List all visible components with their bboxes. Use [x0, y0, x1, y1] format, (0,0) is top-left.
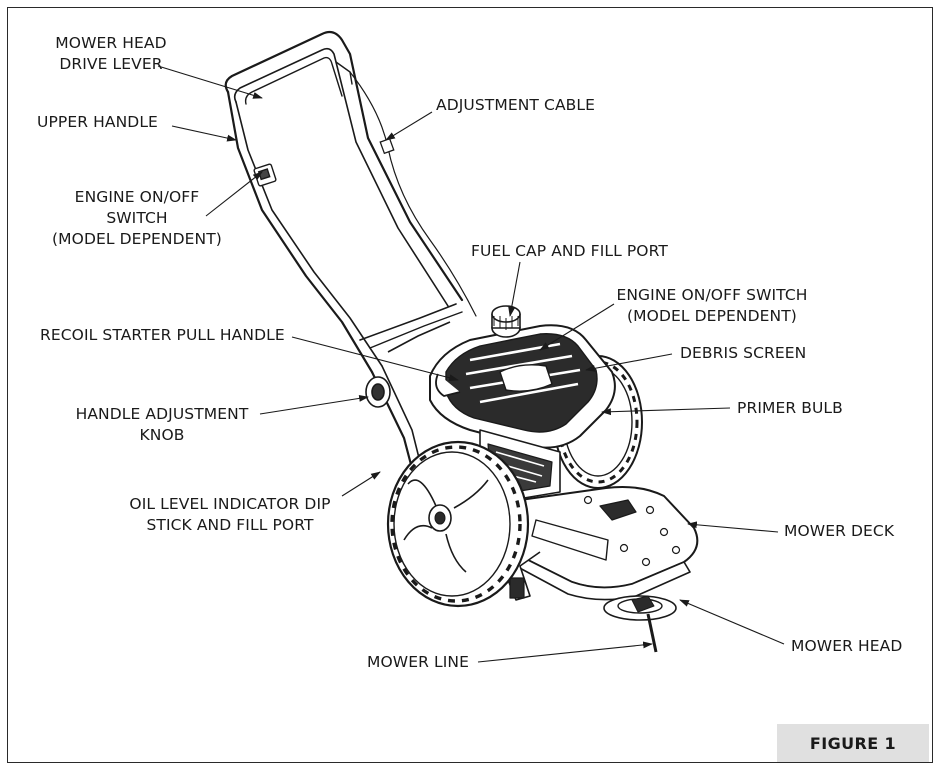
figure-frame — [7, 7, 933, 763]
label-engine-switch-left: ENGINE ON/OFF SWITCH (MODEL DEPENDENT) — [52, 188, 222, 248]
leader-recoil — [291, 336, 459, 382]
leader-lines — [157, 65, 785, 663]
label-mower-head-drive-lever: MOWER HEAD DRIVE LEVER — [55, 34, 167, 73]
label-mower-head: MOWER HEAD — [791, 637, 903, 655]
label-oil-level: OIL LEVEL INDICATOR DIP STICK AND FILL P… — [129, 495, 331, 534]
engine — [429, 305, 616, 501]
leader-primer — [601, 407, 731, 416]
label-adjustment-cable: ADJUSTMENT CABLE — [436, 96, 596, 114]
leader-mower-deck — [687, 521, 779, 533]
figure-badge: FIGURE 1 — [777, 724, 929, 762]
leader-engine-switch-left — [205, 171, 263, 217]
label-engine-switch-right: ENGINE ON/OFF SWITCH (MODEL DEPENDENT) — [616, 286, 808, 325]
handle-switch-box — [253, 163, 277, 187]
label-fuel-cap: FUEL CAP AND FILL PORT — [471, 242, 668, 260]
front-wheel — [386, 440, 530, 608]
leader-upper-handle — [171, 125, 237, 142]
label-upper-handle: UPPER HANDLE — [37, 113, 158, 131]
label-mower-deck: MOWER DECK — [784, 522, 895, 540]
mower-deck — [499, 486, 699, 653]
leader-oil — [341, 471, 381, 497]
leader-adjustment-cable — [385, 111, 433, 141]
leader-engine-switch-right — [539, 303, 615, 351]
figure-label: FIGURE 1 — [809, 733, 897, 753]
leader-mower-head — [679, 599, 785, 645]
label-debris-screen: DEBRIS SCREEN — [680, 344, 807, 362]
label-handle-adjustment-knob: HANDLE ADJUSTMENT KNOB — [75, 405, 249, 444]
leader-mower-line — [477, 641, 653, 663]
leader-fuel-cap — [508, 261, 521, 317]
upper-handle-frame — [224, 30, 477, 374]
label-recoil-starter: RECOIL STARTER PULL HANDLE — [40, 326, 285, 344]
leader-drive-lever — [157, 65, 263, 99]
label-primer-bulb: PRIMER BULB — [737, 399, 843, 417]
leader-knob — [259, 394, 369, 415]
leader-debris-screen — [585, 353, 673, 372]
label-mower-line: MOWER LINE — [367, 653, 469, 671]
